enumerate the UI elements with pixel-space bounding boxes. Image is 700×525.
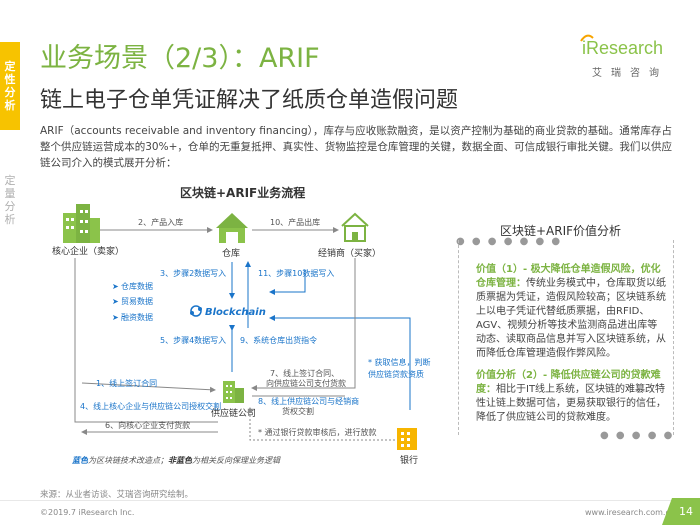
step-5-label: 5、步骤4数据写入 — [160, 335, 226, 345]
supply-chain-company-icon — [223, 381, 244, 403]
decorative-dots: ● ● ● ● ● ● ● — [456, 236, 563, 247]
arrow-step-1 — [81, 382, 216, 393]
arrow-bank-reads-blockchain — [269, 315, 411, 410]
blockchain-node — [190, 305, 202, 317]
step-7-label-2: 向供应链公司支付货款 — [266, 378, 346, 388]
warehouse-label: 仓库 — [222, 247, 240, 259]
tab-char: 析 — [4, 99, 16, 112]
value-1-heading: 价值（1）- 极大降低仓单造假风险，优化仓库管理： — [476, 264, 661, 289]
tab-char: 分 — [4, 200, 16, 213]
page-subtitle: 链上电子仓单凭证解决了纸质仓单造假问题 — [40, 88, 459, 113]
intro-paragraph: ARIF（accounts receivable and inventory f… — [40, 125, 672, 169]
tab-char: 分 — [4, 86, 16, 99]
step-10-label: 10、产品出库 — [270, 217, 320, 227]
core-enterprise-building-icon — [63, 204, 100, 243]
footer-divider — [0, 500, 700, 501]
copyright: ©2019.7 iResearch Inc. — [40, 508, 135, 517]
diagram-title: 区块链+ARIF业务流程 — [180, 185, 305, 200]
arif-flow-diagram: 区块链+ARIF业务流程 核心企业（卖家） 仓库 经销商（买家） 2、产品入库 … — [52, 185, 431, 466]
legend-blue-word: 蓝色 — [72, 456, 88, 465]
data-item-arrow: ➤ — [112, 282, 119, 291]
legend-dark-word: 非蓝色 — [168, 456, 192, 465]
tab-char: 定 — [4, 174, 16, 187]
data-item-warehouse: 仓库数据 — [121, 281, 153, 291]
legend-blue-text: 为区块链技术改造点； — [88, 456, 168, 465]
logo-wordmark: iResearch — [582, 38, 664, 58]
value-analysis-box — [458, 240, 674, 435]
arrow-dealer-to-blockchain — [269, 270, 306, 295]
supply-chain-company-label: 供应链公司 — [211, 407, 256, 419]
tab-quantitative-analysis[interactable]: 定 量 分 析 — [0, 165, 20, 235]
value-analysis-body: 价值（1）- 极大降低仓单造假风险，优化仓库管理：传统业务模式中，仓库取货以纸质… — [476, 263, 666, 433]
step-2-label: 2、产品入库 — [138, 217, 183, 227]
step-8-label-2: 货权交割 — [282, 406, 314, 416]
value-analysis-title: 区块链+ARIF价值分析 — [500, 224, 622, 238]
value-2-heading: 价值分析（2）- 降低供应链公司的贷款难度： — [476, 370, 661, 395]
value-1-body: 传统业务模式中，仓库取货以纸质票据为凭证，造假风险较高；区块链系统上以电子凭证代… — [476, 278, 666, 359]
page-title: 业务场景（2/3）：ARIF — [40, 43, 320, 74]
step-8-label-1: 8、线上供应链公司与经销商 — [258, 396, 359, 406]
data-item-finance: 融资数据 — [121, 312, 153, 322]
tab-char: 析 — [4, 213, 16, 226]
logo-arc-icon — [580, 34, 594, 42]
dealer-house-icon — [341, 212, 369, 242]
value-2-body: 相比于IT线上系统，区块链的难篡改特性让链上数据可信，更易获取银行的信任，降低了… — [476, 384, 666, 423]
logo-chinese: 艾瑞咨询 — [592, 68, 668, 79]
bank-label: 银行 — [400, 454, 418, 466]
arrow-bank-loan — [247, 407, 395, 441]
tab-qualitative-analysis[interactable]: 定 性 分 析 — [0, 42, 20, 130]
tab-char: 定 — [4, 60, 16, 73]
legend-dark-text: 为相关反向保理业务逻辑 — [192, 456, 280, 465]
step-3-label: 3、步骤2数据写入 — [160, 268, 226, 278]
core-enterprise-label: 核心企业（卖家） — [52, 245, 124, 257]
step-11-label: 11、步骤10数据写入 — [258, 268, 334, 278]
step-7-label-1: 7、线上签订合同、 — [270, 368, 339, 378]
arrow-step-7 — [251, 258, 356, 391]
fetch-info-label-2: 供应链贷款资质 — [368, 369, 424, 379]
tab-char: 性 — [4, 73, 16, 86]
iresearch-logo: iResearch 艾瑞咨询 — [580, 34, 664, 84]
decorative-dots: ● ● ● ● ● — [600, 430, 675, 441]
bank-icon — [397, 428, 417, 450]
loan-label: * 通过银行贷款审核后，进行放款 — [258, 427, 377, 437]
data-item-arrow: ➤ — [112, 313, 119, 322]
tab-char: 量 — [4, 187, 16, 200]
step-1-label: 1、线上签订合同 — [96, 378, 157, 388]
dealer-label: 经销商（买家） — [318, 247, 381, 259]
data-item-arrow: ➤ — [112, 297, 119, 306]
step-4-label: 4、线上核心企业与供应链公司授权交割 — [80, 401, 221, 411]
fetch-info-label-1: * 获取信息，判断 — [368, 357, 431, 367]
step-9-label: 9、系统仓库出货指令 — [240, 335, 317, 345]
line-core-to-scm — [74, 258, 218, 423]
page-number: 14 — [672, 498, 700, 525]
blockchain-label: Blockchain — [205, 307, 266, 318]
data-item-trade: 贸易数据 — [121, 296, 153, 306]
page-number-corner — [662, 498, 672, 525]
diagram-legend: 蓝色为区块链技术改造点；非蓝色为相关反向保理业务逻辑 — [72, 455, 280, 466]
warehouse-icon — [216, 213, 248, 243]
website-link[interactable]: www.iresearch.com.cn — [585, 508, 675, 517]
step-6-label: 6、向核心企业支付货款 — [105, 420, 190, 430]
source-note: 来源：从业者访谈、艾瑞咨询研究绘制。 — [40, 490, 194, 500]
